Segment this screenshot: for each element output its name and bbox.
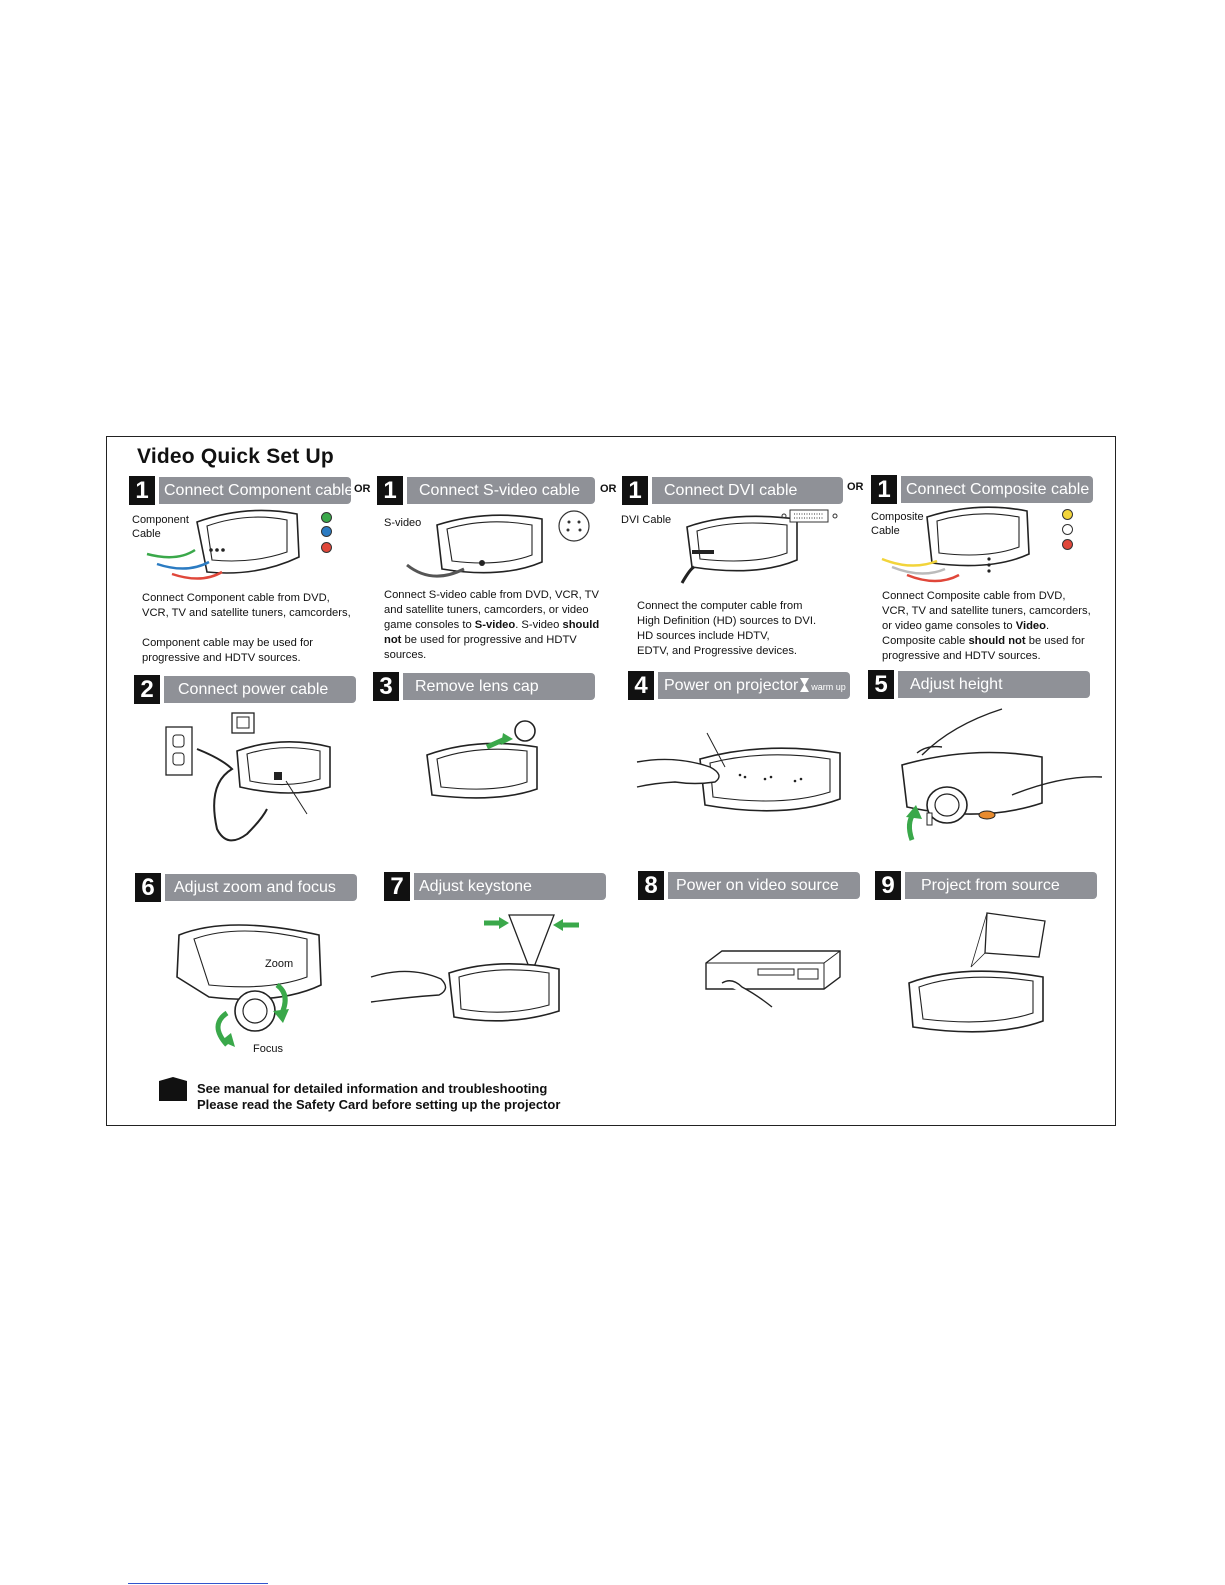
svideo-port-icon <box>557 509 591 543</box>
manual-book-icon <box>159 1077 189 1101</box>
white-jack-icon <box>1062 524 1073 535</box>
green-jack-icon <box>321 512 332 523</box>
or-label: OR <box>847 481 864 493</box>
projector-dvi-illustration <box>662 505 847 587</box>
footer-link-underline <box>128 1583 268 1584</box>
red-jack-icon <box>1062 539 1073 550</box>
or-label: OR <box>600 483 617 495</box>
projector-component-illustration <box>137 502 307 594</box>
component-instructions: Connect Component cable from DVD, VCR, T… <box>142 591 351 666</box>
power-on-projector-illustration <box>635 727 845 857</box>
projector-composite-illustration <box>877 499 1047 589</box>
step-label: Connect Component cable <box>159 477 351 504</box>
step-label: Connect DVI cable <box>652 477 843 504</box>
project-from-source-illustration <box>903 909 1048 1049</box>
yellow-jack-icon <box>1062 509 1073 520</box>
quick-setup-sheet: Video Quick Set Up 1 Connect Component c… <box>106 436 1116 1126</box>
step-label: Connect S-video cable <box>407 477 595 504</box>
keystone-illustration <box>369 907 584 1057</box>
video-source-illustration <box>702 947 847 1019</box>
svideo-instructions: Connect S-video cable from DVD, VCR, TV … <box>384 588 599 663</box>
page-title: Video Quick Set Up <box>137 445 334 469</box>
step-number: 1 <box>622 476 648 505</box>
focus-label: Focus <box>253 1042 283 1056</box>
step-number: 1 <box>377 476 403 505</box>
lens-cap-illustration <box>417 717 552 817</box>
red-jack-icon <box>321 542 332 553</box>
composite-instructions: Connect Composite cable from DVD, VCR, T… <box>882 589 1091 664</box>
blue-jack-icon <box>321 526 332 537</box>
or-label: OR <box>354 483 371 495</box>
zoom-focus-illustration <box>169 915 334 1055</box>
footer-notes: See manual for detailed information and … <box>197 1081 560 1113</box>
power-cable-illustration <box>162 709 342 854</box>
dvi-instructions: Connect the computer cable from High Def… <box>637 599 816 659</box>
adjust-height-illustration <box>892 705 1107 855</box>
step-number: 1 <box>129 476 155 505</box>
hourglass-icon <box>800 678 809 692</box>
zoom-label: Zoom <box>265 957 293 971</box>
projector-svideo-illustration <box>402 507 552 587</box>
